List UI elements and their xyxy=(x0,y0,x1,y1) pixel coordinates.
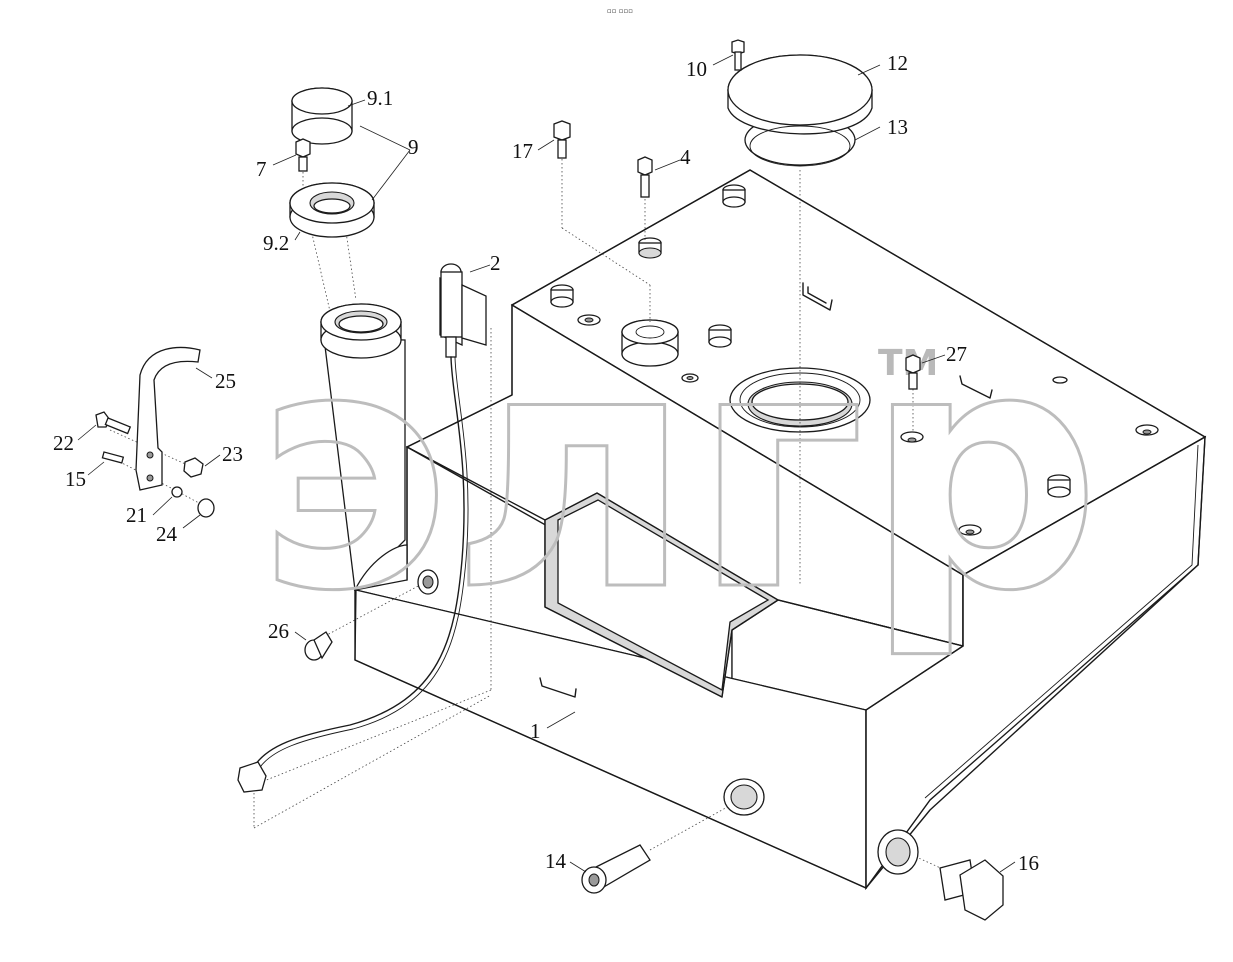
callout-14: 14 xyxy=(545,849,567,873)
neck-port xyxy=(417,569,439,595)
callout-10: 10 xyxy=(686,57,707,81)
watermark-text: элгр xyxy=(255,279,1101,663)
port-14 xyxy=(723,778,765,816)
fuel-tank xyxy=(354,169,1207,890)
cap-24 xyxy=(197,498,215,518)
callout-23: 23 xyxy=(222,442,243,466)
bolt-4 xyxy=(637,156,653,198)
fuel-sender xyxy=(237,263,487,793)
bolt-17 xyxy=(553,120,571,159)
callout-21: 21 xyxy=(126,503,147,527)
sender-flange xyxy=(621,319,679,367)
callout-22: 22 xyxy=(53,431,74,455)
bracket xyxy=(135,346,201,491)
callout-16: 16 xyxy=(1018,851,1039,875)
callout-4: 4 xyxy=(680,145,691,169)
callout-13: 13 xyxy=(887,115,908,139)
callout-26: 26 xyxy=(268,619,289,643)
washer-21 xyxy=(171,486,183,498)
callout-17: 17 xyxy=(512,139,533,163)
filter-14 xyxy=(581,844,651,894)
filler-neck xyxy=(320,303,408,592)
plug-26 xyxy=(304,631,333,661)
tank-top-bosses xyxy=(550,184,1159,536)
bolt-10 xyxy=(731,39,745,71)
callout-9: 9 xyxy=(408,135,419,159)
callout-labels: 1 2 4 7 9 9.1 9.2 10 12 13 14 15 16 17 2… xyxy=(53,51,1039,875)
callout-9-2: 9.2 xyxy=(263,231,289,255)
callout-2: 2 xyxy=(490,251,501,275)
callout-1: 1 xyxy=(530,719,541,743)
watermark: элгр TM xyxy=(254,278,1103,665)
callout-25: 25 xyxy=(215,369,236,393)
plug-16 xyxy=(877,829,1004,921)
bolt-22 xyxy=(95,411,132,435)
callout-9-1: 9.1 xyxy=(367,86,393,110)
pump-opening xyxy=(729,367,871,433)
bolt-15 xyxy=(101,451,125,464)
bolt-27 xyxy=(905,354,921,390)
callout-12: 12 xyxy=(887,51,908,75)
filler-cap xyxy=(291,87,353,145)
nut-23 xyxy=(183,457,204,478)
callout-leaders xyxy=(77,54,1016,873)
bolt-7 xyxy=(295,138,311,172)
callout-15: 15 xyxy=(65,467,86,491)
callout-27: 27 xyxy=(946,342,967,366)
callout-7: 7 xyxy=(256,157,267,181)
filler-flange xyxy=(289,182,375,238)
callout-24: 24 xyxy=(156,522,178,546)
pump-cover xyxy=(727,54,873,167)
header-mark: ▫▫ ▫▫▫ xyxy=(607,7,633,15)
